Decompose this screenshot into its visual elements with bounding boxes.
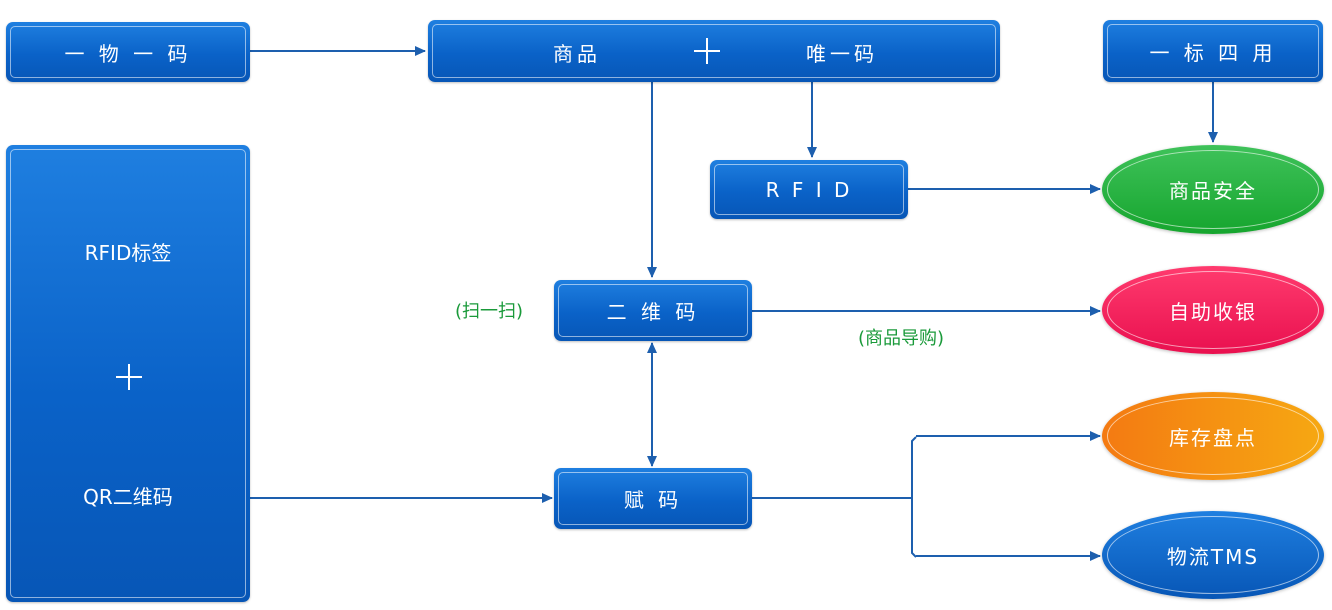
rfid-qr-box: RFID标签 QR二维码 <box>6 145 250 602</box>
product-unique-code-box: 商品 唯一码 <box>428 20 1000 82</box>
inventory-label: 库存盘点 <box>1169 425 1257 450</box>
logistics-ellipse: 物流TMS <box>1102 511 1324 599</box>
inventory-ellipse: 库存盘点 <box>1102 392 1324 480</box>
product-safety-ellipse: 商品安全 <box>1102 145 1324 234</box>
rfid-box: R F I D <box>710 160 908 219</box>
plus-icon <box>116 364 142 390</box>
self-checkout-ellipse: 自助收银 <box>1102 266 1324 354</box>
qr-code-label: QR二维码 <box>83 485 173 509</box>
plus-icon <box>694 38 720 64</box>
one-label-four-uses-label: 一 标 四 用 <box>1149 40 1277 65</box>
assign-code-box: 赋 码 <box>554 468 752 529</box>
product-label: 商品 <box>553 42 601 66</box>
unique-code-label: 唯一码 <box>806 42 878 66</box>
scan-note: (扫一扫) <box>455 301 524 322</box>
one-item-one-code-box: 一 物 一 码 <box>6 22 250 82</box>
logistics-label: 物流TMS <box>1166 544 1260 569</box>
rfid-tag-label: RFID标签 <box>84 241 172 265</box>
one-label-four-uses-box: 一 标 四 用 <box>1103 20 1323 82</box>
rfid-label: R F I D <box>765 177 853 202</box>
product-safety-label: 商品安全 <box>1169 179 1257 203</box>
shopping-guide-note: (商品导购) <box>858 328 945 349</box>
qr-box-label: 二 维 码 <box>606 300 700 324</box>
assign-code-label: 赋 码 <box>623 488 683 512</box>
qr-box: 二 维 码 <box>554 280 752 341</box>
branch-assign-to-outputs <box>752 436 917 558</box>
one-item-one-code-label: 一 物 一 码 <box>64 41 192 66</box>
self-checkout-label: 自助收银 <box>1169 299 1257 324</box>
